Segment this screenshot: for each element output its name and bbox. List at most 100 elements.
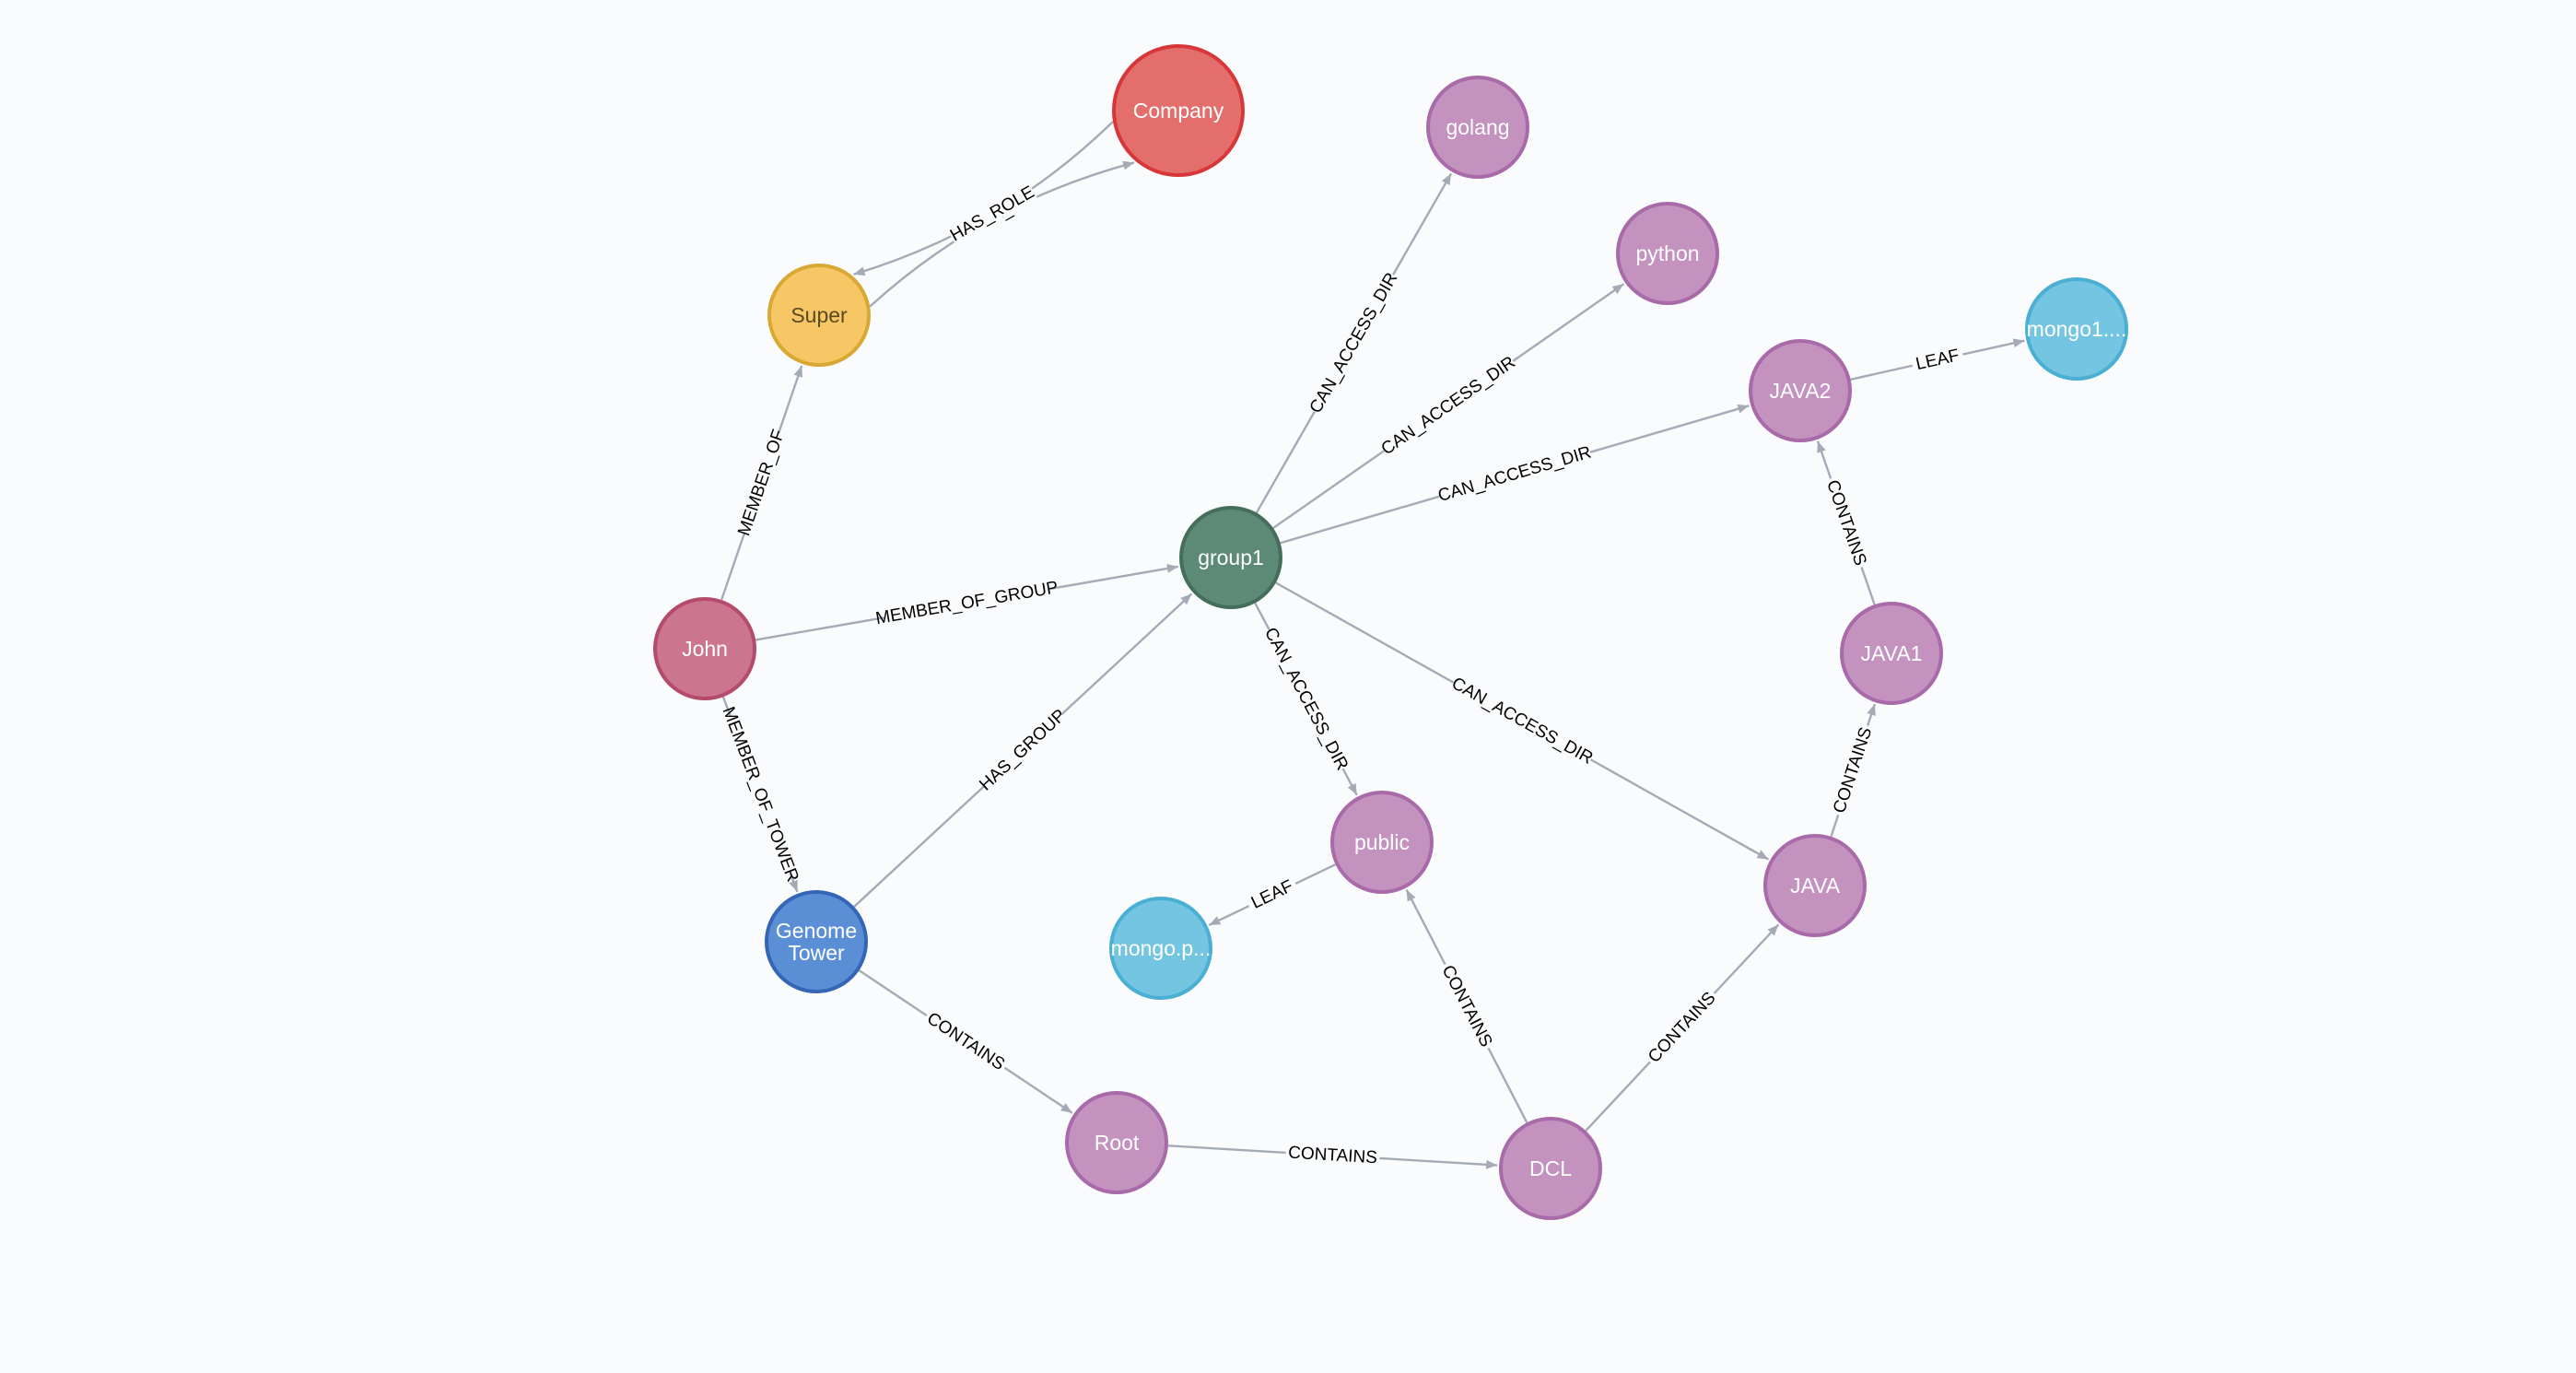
node-john[interactable]: John [653,597,756,700]
node-mongop[interactable]: mongo.p... [1109,897,1212,1000]
edge-java2-mongo1[interactable]: LEAF [1850,338,2025,381]
node-super[interactable]: Super [767,264,871,367]
edge-label-group: MEMBER_OF_TOWER [719,704,802,885]
node-circle-icon[interactable] [2025,277,2128,381]
node-circle-icon[interactable] [1179,506,1282,609]
node-label: python [1635,241,1699,265]
node-golang[interactable]: golang [1426,76,1529,179]
edge-label-background [733,429,790,536]
edge-label-group: LEAF [1910,343,1965,377]
edge-dcl-java[interactable]: CONTAINS [1585,923,1780,1132]
edge-root-dcl[interactable]: CONTAINS [1167,1141,1498,1169]
node-mongo1[interactable]: mongo1.... [2025,277,2128,381]
node-circle-icon[interactable] [1749,339,1852,442]
edge-company-super[interactable]: HAS_ROLE [853,121,1114,276]
node-java2[interactable]: JAVA2 [1749,339,1852,442]
edge-label-background [1377,351,1520,461]
edge-dcl-public[interactable]: CONTAINS [1405,888,1528,1123]
node-python[interactable]: python [1616,202,1719,305]
edge-label-background [882,578,1052,629]
edge-label-group: CONTAINS [1820,475,1872,571]
node-circle-icon[interactable] [1499,1117,1602,1220]
edge-label: CONTAINS [1645,989,1719,1067]
edge-super-company[interactable]: ROLE_IN [869,160,1135,308]
node-label: mongo.p... [1111,936,1212,960]
edge-label-background [1434,959,1499,1053]
edge-label: HAS_GROUP [976,706,1070,795]
edge-john-super[interactable]: MEMBER_OF [720,365,803,601]
node-circle-icon[interactable] [1840,602,1943,705]
edge-line[interactable] [869,160,1135,308]
edge-label-background [1910,343,1965,377]
edge-label-background [1305,269,1403,417]
node-label: Genome [776,919,857,943]
node-circle-icon[interactable] [1330,791,1434,894]
edge-genome-root[interactable]: CONTAINS [858,969,1073,1114]
node-label: JAVA [1790,874,1841,898]
node-label: John [682,637,728,661]
node-company[interactable]: Company [1112,44,1245,177]
node-label: JAVA2 [1770,379,1832,403]
node-java[interactable]: JAVA [1763,834,1867,937]
edge-genome-group1[interactable]: HAS_GROUP [853,593,1193,908]
edge-label-background [720,711,801,877]
edge-label-group: LEAF [1244,874,1301,916]
edge-label-group: CAN_ACCESS_DIR [1435,441,1594,508]
node-label: Tower [788,941,845,965]
edge-line[interactable] [853,121,1114,276]
edge-label-group: CONTAINS [920,1006,1012,1077]
node-label: group1 [1198,546,1264,569]
edge-label: LEAF [1248,876,1296,912]
edge-label-background [945,181,1039,247]
node-label: mongo1.... [2027,317,2127,341]
node-circle-icon[interactable] [1065,1091,1168,1194]
node-circle-icon[interactable] [1112,44,1245,177]
node-label: public [1354,830,1410,854]
edge-label-group: CAN_ACCESS_DIR [1305,269,1403,417]
node-circle-icon[interactable] [1763,834,1867,937]
node-circle-icon[interactable] [653,597,756,700]
edges-layer: ROLE_INHAS_ROLE MEMBER_OF MEMBER_OF_GROUP M… [717,121,2025,1169]
edge-label-group: HAS_ROLE [945,181,1039,247]
edge-label-group: CONTAINS [1642,985,1723,1070]
node-circle-icon[interactable] [767,264,871,367]
edge-label-background [1642,985,1723,1070]
node-dcl[interactable]: DCL [1499,1117,1602,1220]
edge-label-group: MEMBER_OF [733,428,790,538]
node-group1[interactable]: group1 [1179,506,1282,609]
edge-label-group: HAS_GROUP [976,706,1070,795]
edge-label-background [1284,1141,1381,1169]
node-label: Company [1133,99,1224,123]
edge-label: CAN_ACCESS_DIR [1306,270,1402,417]
edge-public-mongop[interactable]: LEAF [1208,863,1337,927]
edge-label-group: CAN_ACCESS_DIR [1447,673,1597,769]
edge-label-background [920,1006,1012,1077]
edge-java1-java2[interactable]: CONTAINS [1816,440,1876,605]
edge-group1-public[interactable]: CAN_ACCESS_DIR [1254,602,1358,796]
edge-label: CAN_ACCESS_DIR [1448,674,1596,769]
edge-java-java1[interactable]: CONTAINS [1827,703,1879,838]
edge-label-background [1827,722,1879,819]
node-java1[interactable]: JAVA1 [1840,602,1943,705]
edge-label: CONTAINS [923,1009,1008,1074]
node-circle-icon[interactable] [765,890,868,993]
node-label: DCL [1529,1156,1572,1180]
edge-john-group1[interactable]: MEMBER_OF_GROUP [755,564,1179,641]
edge-label-background [1435,441,1594,508]
edge-label: CONTAINS [1437,962,1495,1050]
edge-john-genome[interactable]: MEMBER_OF_TOWER [717,696,803,893]
edge-group1-golang[interactable]: CAN_ACCESS_DIR [1255,172,1453,514]
edge-label-group: CONTAINS [1284,1141,1381,1169]
node-circle-icon[interactable] [1109,897,1212,1000]
node-label: golang [1446,115,1509,139]
edge-label: MEMBER_OF_TOWER [719,704,802,885]
node-public[interactable]: public [1330,791,1434,894]
edge-label-background [1259,624,1353,774]
edge-label-background [1447,673,1597,769]
node-circle-icon[interactable] [1426,76,1529,179]
node-root[interactable]: Root [1065,1091,1168,1194]
node-circle-icon[interactable] [1616,202,1719,305]
